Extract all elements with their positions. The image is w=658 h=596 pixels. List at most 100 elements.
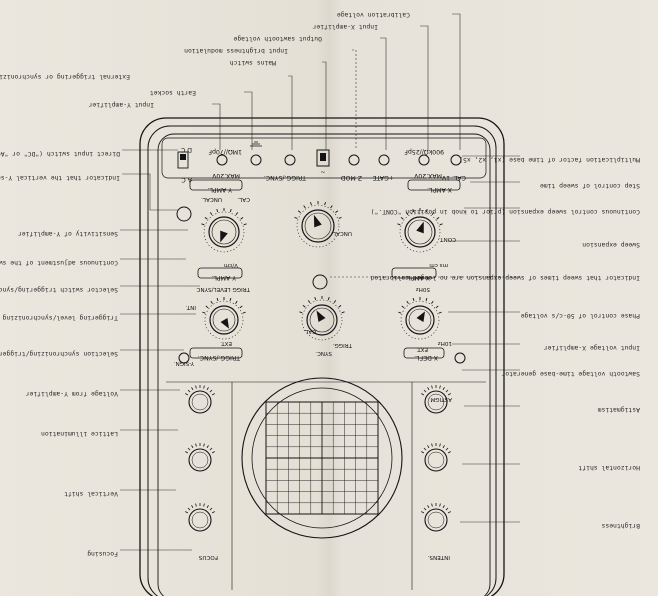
panel-frame (139, 117, 505, 596)
sweep-time-knob-pointer (313, 214, 322, 228)
label-trigg-level: TRIGG LEVEL/SYNC (196, 286, 251, 292)
focus-knob[interactable] (185, 503, 215, 532)
crt-graticule (265, 401, 379, 515)
trigger-level-knob[interactable] (202, 297, 246, 340)
vertical-shift-knob[interactable] (185, 443, 215, 472)
callout-voltage-y: Voltage from Y-amplifier (26, 390, 118, 398)
earth-socket[interactable] (250, 154, 262, 166)
callout-phase-control: Phase control of 50-c/s voltage (521, 312, 640, 320)
sweep-time-knob[interactable] (294, 201, 342, 248)
label-y-input-impedance: 1MΩ//70pF (208, 148, 242, 155)
label-sync: SYNC. (315, 350, 332, 356)
trigger-level-knob-pointer (220, 318, 229, 329)
mains-switch[interactable] (316, 149, 330, 167)
dc-ac-toggle (180, 154, 186, 160)
label-cal-trig: CAL. (303, 328, 316, 334)
callout-multiplication: Multiplication factor of time base (x1, … (459, 156, 640, 164)
sawtooth-output-socket[interactable] (454, 352, 466, 364)
label-ext-x: EXT. (416, 346, 428, 352)
crt-screen (241, 377, 403, 539)
label-uncal-y: UNCAL. (201, 196, 222, 202)
callout-input-brightness: Input brightness modulation (184, 47, 288, 55)
callout-sawtooth-generator: Sawtooth voltage time-base generator (501, 370, 640, 378)
label-trigg-sync-ext: TRIGG./SYNC. (198, 354, 241, 361)
label-cal-y: CAL. (237, 196, 250, 202)
label-cal: CAL. 1V (441, 174, 466, 181)
callout-vertical-shift: Vertical shift (64, 490, 118, 498)
label-x-ampl-top: X AMPL. (427, 186, 452, 193)
callout-mains-switch: Mains switch (230, 59, 276, 67)
rotary-knobs-small (185, 385, 451, 532)
trigger-mode-knob[interactable] (299, 296, 345, 341)
label-gate: +GATE (372, 174, 394, 181)
callout-lattice: Lattice illumination (41, 430, 118, 438)
left-callouts: Direct input switch ("DC" or "AC") on In… (0, 150, 120, 558)
z-mod-jack[interactable] (348, 154, 360, 166)
label-int: INT. (185, 304, 196, 310)
sweep-expansion-knob[interactable] (397, 208, 443, 253)
callout-sensitivity-y: Sensitivity of Y-amplifier (18, 230, 118, 238)
callout-indicator-y: Indicator that the vertical Y-sensitivit… (0, 174, 120, 182)
label-dc: D C (181, 146, 192, 153)
sweep-expansion-knob-pointer (416, 221, 424, 234)
callout-indicator-sweep: Indicator that sweep times of sweep expa… (371, 274, 640, 282)
astigmatism-knob[interactable] (421, 385, 451, 414)
indicators (176, 206, 466, 364)
callout-external-trigger: External triggering or synchronizing vol… (0, 73, 130, 81)
callout-step-control: Step control of sweep time (540, 182, 640, 190)
input-jack-row: D C A C 1MΩ//70pF MAX.20V TRIGG./SYNC. ~… (177, 141, 466, 183)
callout-input-voltage-x: Input voltage X-amplifier (544, 344, 640, 352)
callout-input-x-amplifier: Input X-amplifier (312, 23, 378, 31)
cal-output-jack[interactable] (450, 154, 462, 166)
section-boxes (189, 179, 461, 359)
intensity-knob[interactable] (421, 503, 451, 532)
y-uncal-indicator-lamp (176, 206, 192, 222)
label-ext-trig: EXT. (220, 340, 232, 346)
horizontal-shift-knob[interactable] (421, 443, 451, 472)
label-x-defl: X-DEFL. (414, 354, 438, 361)
lattice-illumination-knob[interactable] (185, 385, 215, 414)
x-input-jack[interactable] (418, 154, 430, 166)
ac-symbol-icon: ~ (320, 169, 325, 176)
callout-earth-socket: Earth socket (150, 89, 196, 97)
callout-calibration-voltage: Calibration voltage (337, 11, 410, 19)
label-intens: INTENS. (427, 554, 450, 560)
y-signal-socket[interactable] (178, 352, 190, 364)
label-ms-cm: ms cm (429, 262, 448, 268)
label-z-mod: Z MOD (341, 174, 362, 181)
y-input-jack[interactable] (216, 154, 228, 166)
label-trig-sync: TRIGG./SYNC. (264, 174, 307, 181)
callout-selection-sync: Selection synchronizing/triggering volta… (0, 350, 118, 358)
label-ac: A C (181, 176, 192, 183)
callout-output-sawtooth: Output sawtooth voltage (233, 35, 322, 43)
callout-input-y-amplifier: Input Y-amplifier (88, 101, 154, 109)
rotary-knobs-large (201, 201, 443, 341)
trig-sync-jack[interactable] (284, 154, 296, 166)
callout-selector-switch: Selector switch triggering/synchronizati… (0, 286, 118, 294)
gate-jack[interactable] (378, 154, 390, 166)
callout-horizontal-shift: Horizontal shift (578, 464, 640, 472)
label-y-max: MAX.20V (211, 172, 240, 179)
label-y-ampl-top: Y AMPL. (208, 186, 233, 193)
label-x-input-impedance: 900kΩ//25pF (404, 148, 444, 155)
trigger-mode-knob-pointer (316, 310, 326, 322)
label-v-cm: V/cm (224, 262, 238, 268)
label-cont: CONT. (439, 236, 456, 242)
y-sensitivity-knob[interactable] (201, 208, 247, 253)
callout-astigmatism: Astigmatism (598, 406, 640, 414)
mains-switch-rocker (320, 153, 326, 161)
label-uncal-x: UNCAL. (331, 230, 352, 236)
label-focus: FOCUS (198, 554, 218, 560)
label-astigm: ASTIGM. (428, 396, 452, 402)
callout-triggering-level: Triggering level/synchronizing sensitivi… (0, 314, 118, 322)
callout-brightness: Brightness (601, 522, 640, 530)
dc-ac-switch[interactable] (177, 151, 189, 169)
label-50hz: 50Hz (416, 286, 430, 292)
y-sensitivity-knob-pointer (220, 230, 228, 243)
x-deflection-knob[interactable] (398, 297, 442, 340)
callout-continuous-sweep: Continuous control sweep expansion (prio… (371, 208, 640, 216)
label-trigg: TRIGG. (332, 342, 353, 348)
callout-direct-input: Direct input switch ("DC" or "AC") on (0, 150, 120, 158)
